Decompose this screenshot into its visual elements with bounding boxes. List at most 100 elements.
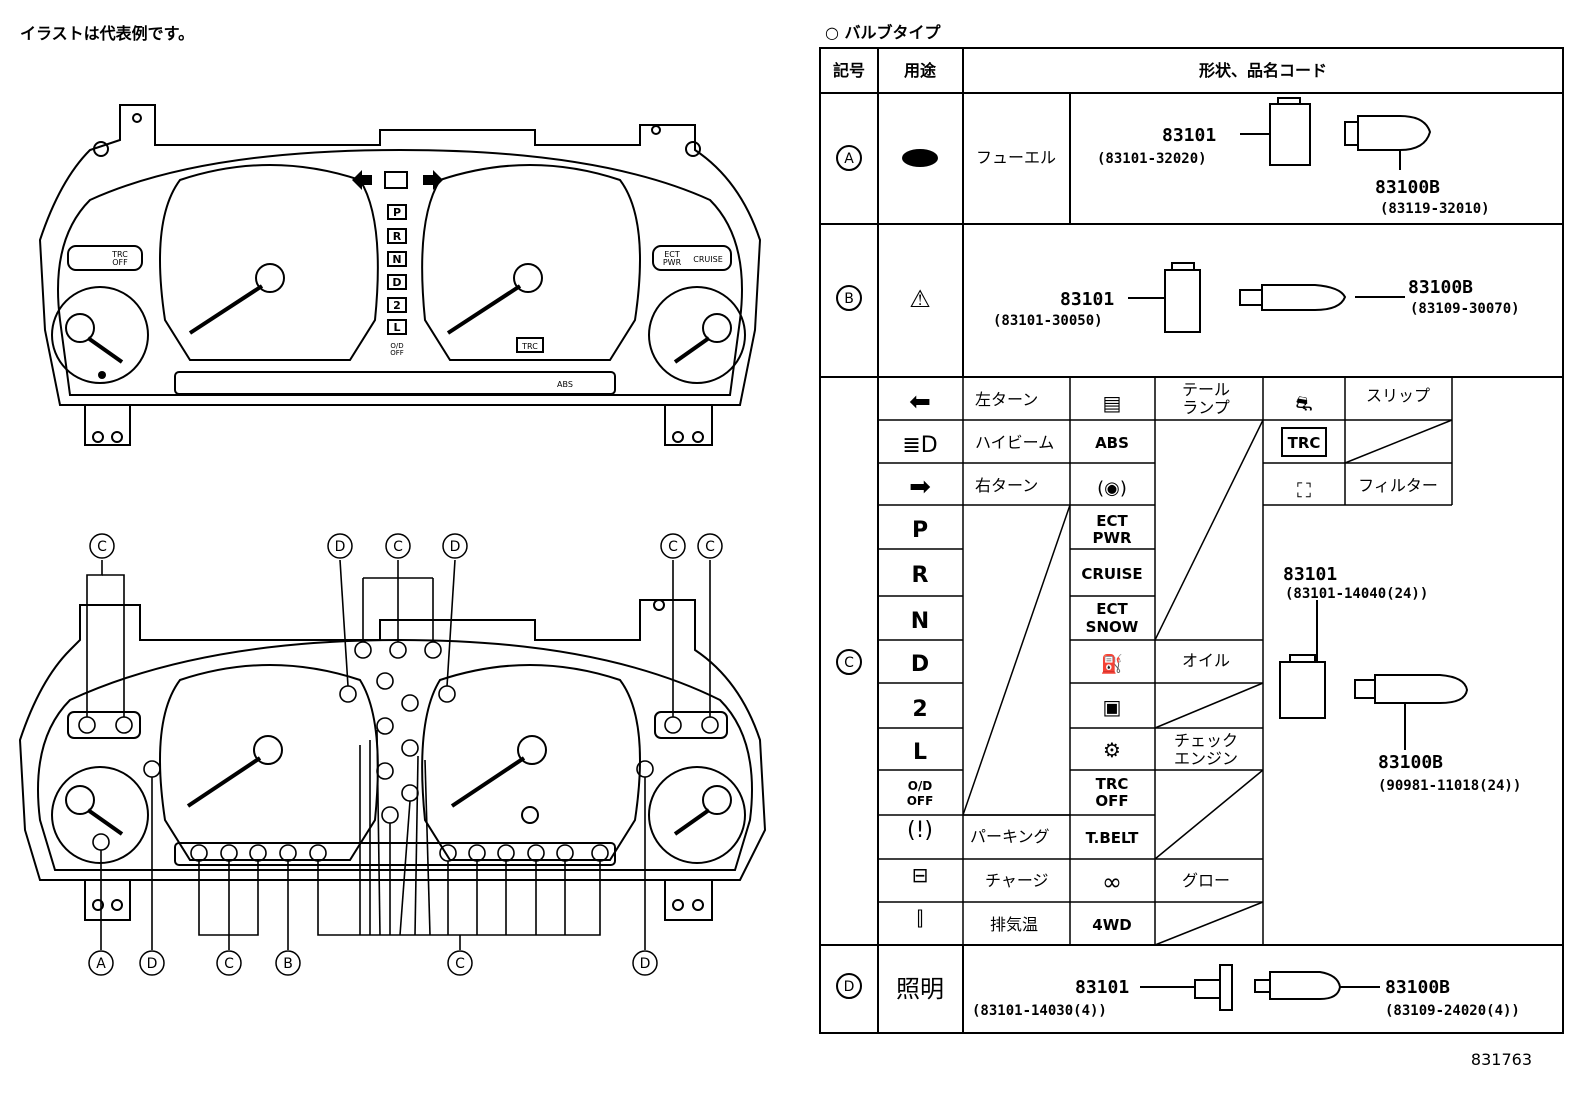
exhaust-temp-icon: ⫿ (917, 906, 923, 930)
callout-c: C (705, 539, 715, 555)
od-label-1: O/D (390, 342, 403, 350)
trc-label: TRC (521, 342, 538, 351)
right-turn-icon: ➡ (909, 472, 931, 502)
left-turn-icon: ⬅ (909, 387, 931, 417)
ect-pwr-label-2: PWR (1092, 529, 1132, 547)
callout-d: D (335, 539, 346, 555)
oil-icon: ⛽ (1101, 653, 1123, 675)
ect-label-1: ECT (664, 250, 680, 259)
battery-icon: ⊟ (912, 863, 929, 887)
gear-2-label: 2 (912, 697, 927, 722)
oil-label: オイル (1182, 651, 1230, 670)
gear-r-label: R (912, 563, 929, 588)
trc-icon-box (1281, 427, 1327, 457)
row-c-bulb-code: 83100B (1378, 752, 1443, 773)
callout-c: C (224, 956, 234, 972)
callout-b: B (283, 956, 293, 972)
gear-d-label: D (911, 652, 929, 677)
od-label-2: OFF (390, 349, 404, 357)
row-a-bulb-part: (83119-32010) (1380, 201, 1490, 217)
callout-a: A (96, 956, 106, 972)
fuel-lamp-icon (902, 149, 938, 167)
row-d-socket-part: (83101-14030(4)) (972, 1003, 1107, 1019)
slip-label: スリップ (1366, 386, 1430, 405)
right-turn-label: 右ターン (975, 476, 1038, 495)
seatbelt-2-icon: ▣ (1103, 695, 1122, 719)
ect-snow-label-2: SNOW (1086, 618, 1139, 636)
callout-d: D (640, 956, 651, 972)
parking-brake-icon: (!) (907, 818, 933, 843)
callout-c: C (97, 539, 107, 555)
row-d-bulb-part: (83109-24020(4)) (1385, 1003, 1520, 1019)
check-engine-label-1: チェック (1174, 731, 1238, 750)
upper-cluster (38, 104, 762, 446)
row-d-bulb-code: 83100B (1385, 977, 1450, 998)
gear-d: D (392, 276, 401, 289)
abs-warning-icon: (◉) (1097, 478, 1127, 499)
gear-l: L (393, 321, 400, 334)
row-c-socket-code: 83101 (1283, 564, 1337, 585)
row-b-bulb-code: 83100B (1408, 277, 1473, 298)
high-beam-label: ハイビーム (975, 433, 1054, 452)
od-off-label-1: O/D (908, 779, 933, 793)
header-shape: 形状、品名コード (1199, 61, 1327, 80)
gear-n-label: N (911, 609, 929, 634)
bulb-type-table: ○ バルブタイプ (819, 23, 1564, 1034)
filter-label: フィルター (1358, 476, 1438, 495)
cluster-diagrams: TRC OFF ECT PWR CRUISE P R N D 2 L O/D O… (18, 104, 767, 976)
tail-lamp-label-1: テール (1182, 380, 1230, 399)
high-beam-icon: ≣D (902, 433, 937, 458)
trc-off-label-1: TRC (1096, 775, 1129, 793)
tbelt-label: T.BELT (1086, 829, 1139, 847)
parking-label: パーキング (970, 827, 1050, 846)
trc-label: TRC (1288, 434, 1321, 452)
gear-r: R (393, 230, 402, 243)
callout-c: C (455, 956, 465, 972)
lower-cluster (18, 559, 767, 950)
od-off-label-2: OFF (907, 794, 934, 808)
left-turn-label: 左ターン (975, 390, 1038, 409)
check-engine-label-2: エンジン (1174, 749, 1238, 768)
check-engine-icon: ⚙ (1103, 738, 1121, 762)
table-title: ○ バルブタイプ (825, 23, 942, 42)
ect-snow-label-1: ECT (1096, 600, 1128, 618)
cruise-label: CRUISE (693, 255, 723, 264)
callout-d: D (450, 539, 461, 555)
row-label-b: B (844, 291, 854, 307)
row-c-bulb-part: (90981-11018(24)) (1378, 778, 1521, 794)
row-a-bulb-code: 83100B (1375, 177, 1440, 198)
illustration-note: イラストは代表例です。 (20, 24, 195, 43)
row-label-d: D (844, 979, 855, 995)
row-a-socket-part: (83101-32020) (1097, 151, 1207, 167)
trc-off-label-1: TRC (111, 250, 128, 259)
seatbelt-icon: ⚠ (909, 285, 931, 313)
door-icon: ▤ (1103, 391, 1122, 415)
tail-lamp-label-2: ランプ (1182, 398, 1230, 417)
gear-p-label: P (912, 518, 928, 543)
drawing-code: 831763 (1470, 1050, 1532, 1069)
4wd-label: 4WD (1092, 916, 1131, 934)
ect-label-2: PWR (663, 258, 682, 267)
glow-plug-icon: ∞ (1102, 868, 1122, 896)
abs-label: ABS (557, 380, 573, 389)
callout-c: C (668, 539, 678, 555)
gear-n: N (392, 253, 401, 266)
row-label-c: C (844, 655, 854, 671)
row-d-use: 照明 (896, 975, 944, 1003)
callout-d: D (147, 956, 158, 972)
slip-icon: ⛐ (1295, 391, 1312, 415)
row-b-socket-code: 83101 (1060, 289, 1114, 310)
trc-off-label-2: OFF (112, 258, 128, 267)
row-c-socket-part: (83101-14040(24)) (1285, 586, 1428, 602)
callout-c: C (393, 539, 403, 555)
cruise-label: CRUISE (1081, 565, 1142, 583)
abs-label: ABS (1095, 434, 1129, 452)
gear-2: 2 (393, 299, 401, 312)
gear-p: P (393, 206, 401, 219)
trc-off-label-2: OFF (1095, 792, 1128, 810)
ect-pwr-label-1: ECT (1096, 512, 1128, 530)
filter-icon: ⛶ (1296, 478, 1312, 502)
row-d-socket-code: 83101 (1075, 977, 1129, 998)
row-label-a: A (844, 151, 854, 167)
row-a-socket-code: 83101 (1162, 125, 1216, 146)
